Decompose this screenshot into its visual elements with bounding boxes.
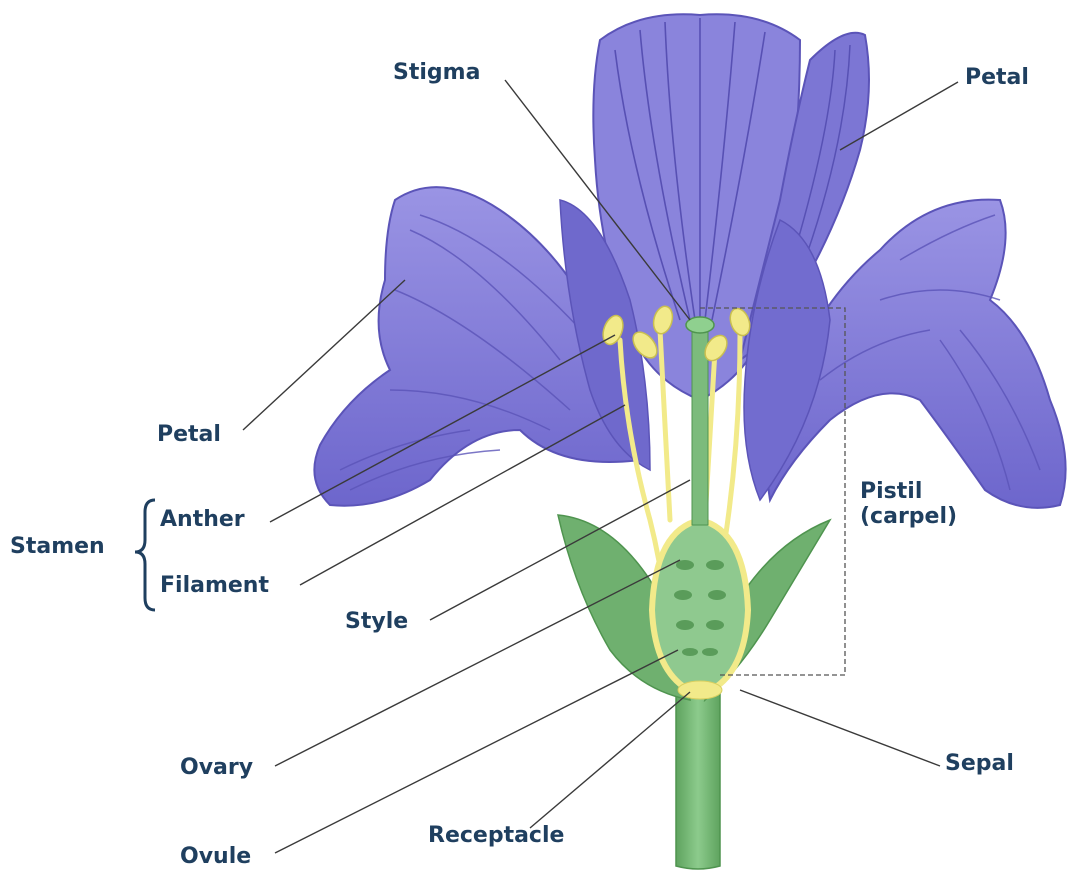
label-stamen: Stamen	[10, 534, 105, 559]
label-sepal: Sepal	[945, 751, 1014, 776]
label-petal-left: Petal	[157, 422, 221, 447]
label-petal-top: Petal	[965, 65, 1029, 90]
label-style: Style	[345, 609, 408, 634]
label-pistil: Pistil (carpel)	[860, 479, 957, 530]
label-ovary: Ovary	[180, 755, 253, 780]
label-filament: Filament	[160, 573, 269, 598]
label-receptacle: Receptacle	[428, 823, 564, 848]
label-ovule: Ovule	[180, 844, 251, 869]
stamen-brace	[135, 500, 155, 610]
stem	[676, 690, 720, 869]
label-anther: Anther	[160, 507, 245, 532]
ovary	[652, 520, 748, 695]
label-stigma: Stigma	[393, 60, 480, 85]
style	[692, 330, 708, 525]
